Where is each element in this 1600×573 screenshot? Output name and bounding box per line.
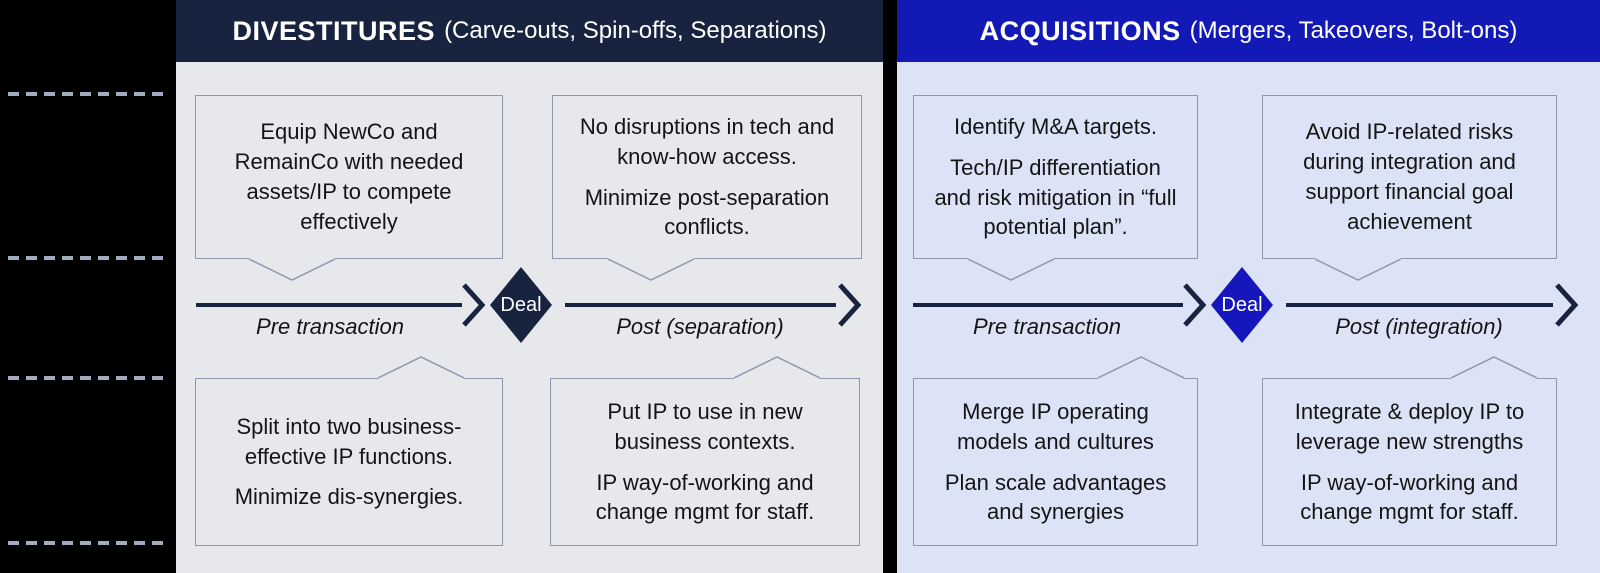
timeline-post-arrow-line — [1286, 303, 1553, 307]
timeline-label-post: Post (integration) — [1335, 314, 1503, 339]
panel-acquisitions: ACQUISITIONS (Mergers, Takeovers, Bolt-o… — [897, 0, 1600, 573]
callout-text: No disruptions in tech and know-how acce… — [553, 106, 861, 249]
callout-line: Identify M&A targets. — [954, 113, 1157, 139]
callout-pointer-down-icon — [968, 255, 1054, 281]
acquisitions-header: ACQUISITIONS (Mergers, Takeovers, Bolt-o… — [897, 0, 1600, 62]
callout-pointer-up-icon — [1098, 356, 1184, 382]
callout-pointer-up-icon — [1451, 356, 1537, 382]
deal-diamond: Deal — [1210, 266, 1274, 344]
timeline-pre-arrow-line — [196, 303, 462, 307]
divestitures-title: DIVESTITURES — [232, 15, 436, 46]
callout-pointer-down-icon — [608, 255, 694, 281]
callout-line: Merge IP operating models and cultures — [957, 398, 1154, 454]
callout-pointer-up-icon — [378, 356, 464, 382]
callout-line: Tech/IP differentiation and risk mitigat… — [934, 154, 1177, 240]
timeline-label-post: Post (separation) — [616, 314, 784, 339]
callout-line: Minimize post-separation conflicts. — [584, 184, 830, 240]
deal-label: Deal — [500, 293, 542, 316]
callout-text: Avoid IP-related risks during integratio… — [1263, 111, 1556, 243]
rail-dashed-line — [8, 376, 168, 380]
arrowhead-icon — [462, 283, 486, 327]
divestitures-header: DIVESTITURES (Carve-outs, Spin-offs, Sep… — [176, 0, 883, 62]
callout-pointer-down-icon — [1315, 255, 1401, 281]
timeline-post-arrow-line — [565, 303, 836, 307]
callout-line: Split into two business-effective IP fun… — [236, 413, 462, 469]
callout-line: IP way-of-working and change mgmt for st… — [595, 469, 815, 525]
rail-dashed-line — [8, 256, 168, 260]
callout-divest-pre-top: Equip NewCo and RemainCo with needed ass… — [195, 95, 503, 281]
callout-text: Merge IP operating models and cultures P… — [914, 391, 1197, 534]
callout-acq-pre-top: Identify M&A targets. Tech/IP differenti… — [913, 95, 1198, 281]
deal-diamond: Deal — [489, 266, 553, 344]
callout-divest-pre-bottom: Split into two business-effective IP fun… — [195, 356, 503, 546]
callout-divest-post-top: No disruptions in tech and know-how acce… — [552, 95, 862, 281]
callout-pointer-up-icon — [734, 356, 820, 382]
callout-line: No disruptions in tech and know-how acce… — [579, 113, 835, 169]
callout-acq-post-bottom: Integrate & deploy IP to leverage new st… — [1262, 356, 1557, 546]
callout-text: Integrate & deploy IP to leverage new st… — [1263, 391, 1556, 534]
divestitures-body: Equip NewCo and RemainCo with needed ass… — [176, 62, 883, 573]
callout-pointer-down-icon — [249, 255, 335, 281]
acquisitions-title: ACQUISITIONS — [979, 15, 1181, 46]
callout-text: Identify M&A targets. Tech/IP differenti… — [914, 106, 1197, 249]
callout-divest-post-bottom: Put IP to use in new business contexts. … — [550, 356, 860, 546]
callout-line: Minimize dis-synergies. — [234, 484, 464, 510]
divestitures-subtitle: (Carve-outs, Spin-offs, Separations) — [444, 17, 827, 44]
callout-line: Plan scale advantages and synergies — [944, 469, 1167, 525]
acquisitions-body: Identify M&A targets. Tech/IP differenti… — [897, 62, 1600, 573]
timeline-pre-arrow-line — [913, 303, 1183, 307]
panel-divestitures: DIVESTITURES (Carve-outs, Spin-offs, Sep… — [176, 0, 883, 573]
callout-text: Put IP to use in new business contexts. … — [551, 391, 859, 534]
callout-acq-pre-bottom: Merge IP operating models and cultures P… — [913, 356, 1198, 546]
callout-line: Put IP to use in new business contexts. — [607, 398, 803, 454]
callout-line: Avoid IP-related risks during integratio… — [1303, 119, 1516, 234]
callout-acq-post-top: Avoid IP-related risks during integratio… — [1262, 95, 1557, 281]
callout-line: Integrate & deploy IP to leverage new st… — [1294, 398, 1525, 454]
callout-line: IP way-of-working and change mgmt for st… — [1300, 469, 1519, 525]
callout-text: Split into two business-effective IP fun… — [196, 406, 502, 519]
arrowhead-icon — [1555, 283, 1579, 327]
deal-label: Deal — [1221, 293, 1263, 316]
arrowhead-icon — [838, 283, 862, 327]
acquisitions-subtitle: (Mergers, Takeovers, Bolt-ons) — [1189, 17, 1518, 44]
left-rail — [0, 0, 176, 573]
callout-line: Equip NewCo and RemainCo with needed ass… — [234, 119, 464, 234]
timeline-label-pre: Pre transaction — [973, 314, 1121, 339]
callout-text: Equip NewCo and RemainCo with needed ass… — [196, 111, 502, 243]
rail-dashed-line — [8, 92, 168, 96]
timeline-label-pre: Pre transaction — [256, 314, 404, 339]
arrowhead-icon — [1183, 283, 1207, 327]
rail-dashed-line — [8, 541, 168, 545]
